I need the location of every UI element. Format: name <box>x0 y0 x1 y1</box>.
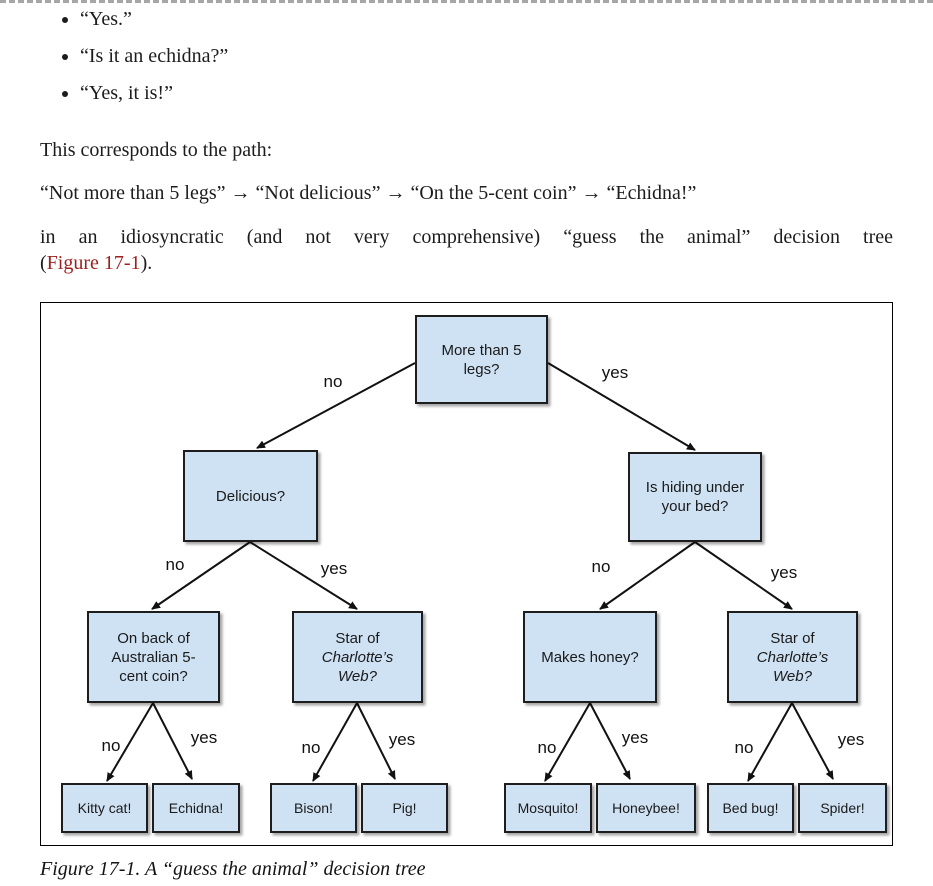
edge-label-starright-yes: yes <box>837 730 865 749</box>
edge-label-honey-yes: yes <box>621 728 649 747</box>
decision-tree-arrows <box>106 362 834 782</box>
node-line: Pig! <box>392 799 417 816</box>
node-makes-honey: Makes honey? <box>523 611 657 703</box>
open-paren: ( <box>40 252 47 274</box>
edge-label-delicious-no: no <box>165 555 185 574</box>
edge-label-honey-no: no <box>537 738 557 757</box>
edge-label-root-no: no <box>323 372 343 391</box>
edge-label-starleft-yes: yes <box>388 730 416 749</box>
edge-label-delicious-yes: yes <box>320 559 348 578</box>
node-line: Web? <box>338 667 377 685</box>
node-line: Star of <box>335 629 380 647</box>
leaf-bison: Bison! <box>270 783 357 833</box>
node-on-back-of-coin: On back of Australian 5- cent coin? <box>87 611 220 703</box>
node-star-charlottes-web-left: Star of Charlotte’s Web? <box>292 611 423 703</box>
node-line: Charlotte’s <box>321 648 394 666</box>
node-more-than-5-legs: More than 5 legs? <box>415 315 548 404</box>
bullet-item: “Yes, it is!” <box>80 82 228 104</box>
node-line: Spider! <box>820 799 865 816</box>
node-line: Delicious? <box>215 487 286 505</box>
node-line: On back of <box>117 629 190 647</box>
node-line: Bed bug! <box>722 799 779 816</box>
edge-label-onback-yes: yes <box>190 728 218 747</box>
leaf-spider: Spider! <box>798 783 887 833</box>
leaf-mosquito: Mosquito! <box>504 783 592 833</box>
leaf-bed-bug: Bed bug! <box>707 783 794 833</box>
edge-label-starleft-no: no <box>301 738 321 757</box>
edge-label-onback-no: no <box>101 736 121 755</box>
node-line: Is hiding under <box>645 479 745 496</box>
node-line: Charlotte’s <box>756 648 829 666</box>
node-line: Star of <box>770 629 815 647</box>
node-line: cent coin? <box>119 667 188 685</box>
node-line: your bed? <box>661 498 729 515</box>
edge-label-starright-no: no <box>734 738 754 757</box>
paragraph-figure-reference: in an idiosyncratic (and not very compre… <box>40 224 893 276</box>
node-line: Honeybee! <box>612 799 680 816</box>
node-line: Bison! <box>294 799 333 816</box>
paragraph-intro: This corresponds to the path: <box>40 139 273 161</box>
leaf-echidna: Echidna! <box>152 783 240 833</box>
node-hiding-under-bed: Is hiding under your bed? <box>628 452 762 542</box>
node-star-charlottes-web-right: Star of Charlotte’s Web? <box>727 611 858 703</box>
node-line: Echidna! <box>168 799 224 816</box>
figure-17-1-link[interactable]: Figure 17-1 <box>46 252 141 274</box>
node-line: More than 5 <box>441 341 522 359</box>
node-line: Kitty cat! <box>77 799 132 816</box>
close-paren: ). <box>140 252 153 274</box>
leaf-honeybee: Honeybee! <box>596 783 696 833</box>
paragraph-path: “Not more than 5 legs” → “Not delicious”… <box>40 182 697 204</box>
leaf-kitty-cat: Kitty cat! <box>61 783 148 833</box>
node-delicious: Delicious? <box>183 450 318 542</box>
node-line: Mosquito! <box>517 799 579 816</box>
bullet-item: “Is it an echidna?” <box>80 45 228 67</box>
bullet-list: “Yes.” “Is it an echidna?” “Yes, it is!” <box>44 8 228 119</box>
edge-label-hiding-yes: yes <box>770 563 798 582</box>
leaf-pig: Pig! <box>361 783 448 833</box>
node-line: legs? <box>463 360 500 378</box>
figure-17-1-frame: More than 5 legs? Delicious? Is hiding u… <box>40 302 893 846</box>
bullet-item: “Yes.” <box>80 8 228 30</box>
node-line: Makes honey? <box>541 648 639 666</box>
edge-label-root-yes: yes <box>601 363 629 382</box>
paragraph-figure-line2: (Figure 17-1). <box>40 250 893 276</box>
paragraph-figure-line1: in an idiosyncratic (and not very compre… <box>40 226 893 248</box>
edge-label-hiding-no: no <box>591 557 611 576</box>
page-top-dashed-divider <box>0 0 933 3</box>
figure-caption: Figure 17-1. A “guess the animal” decisi… <box>40 858 426 880</box>
node-line: Web? <box>773 667 812 685</box>
node-line: Australian 5- <box>111 648 196 666</box>
